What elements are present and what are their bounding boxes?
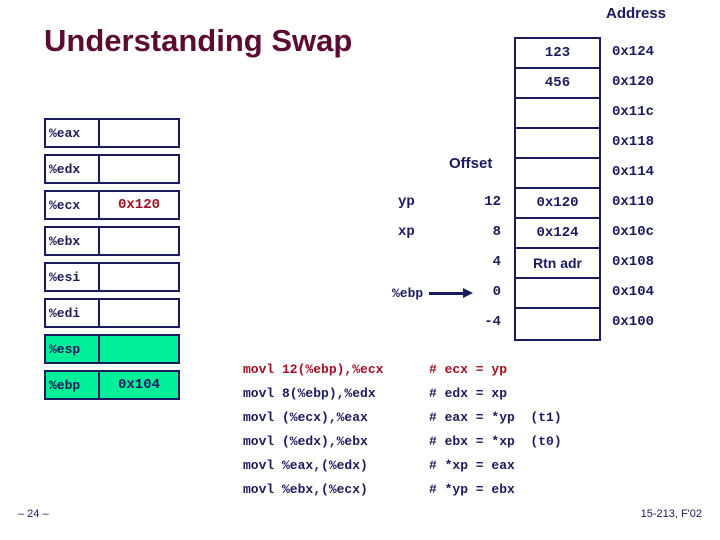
code-line: movl %eax,(%edx) # *xp = eax [243,454,562,478]
register-name: %edi [46,300,100,326]
ebp-pointer: %ebp [392,278,474,308]
memory-cell [516,309,599,339]
memory-address-label: 0x120 [612,74,655,90]
memory-address-label: 0x118 [612,134,655,150]
memory-cell: 123 [516,39,599,69]
register-value [100,336,178,362]
code-line: movl 8(%ebp),%edx # edx = xp [243,382,562,406]
code-instruction: movl 12(%ebp),%ecx [243,362,384,377]
stack-offset-label: 8 [492,224,501,240]
memory-address-label: 0x124 [612,44,655,60]
register-row-ebp: %ebp 0x104 [44,370,180,400]
code-line: movl 12(%ebp),%ecx # ecx = yp [243,358,562,382]
register-value [100,156,178,182]
register-name: %eax [46,120,100,146]
address-column-header: Address [606,5,667,22]
register-value [100,300,178,326]
register-row-eax: %eax [44,118,180,148]
register-name: %ecx [46,192,100,218]
memory-address-label: 0x114 [612,164,655,180]
memory-cell: 0x124 [516,219,599,249]
code-instruction: movl %eax,(%edx) [243,458,368,473]
stack-variable-label: yp [398,194,415,210]
memory-address-label: 0x108 [612,254,655,270]
register-value [100,120,178,146]
memory-cell [516,279,599,309]
register-file: %eax %edx %ecx 0x120 %ebx %esi %edi %esp %ebp 0x1… [44,118,180,406]
memory-cell [516,129,599,159]
register-name: %ebp [46,372,100,398]
register-value: 0x104 [117,377,160,393]
register-name: %ebx [46,228,100,254]
memory-cell [516,99,599,129]
stack-variable-label [398,247,434,277]
register-row-ecx: %ecx 0x120 [44,190,180,220]
register-name: %edx [46,156,100,182]
code-comment: # *xp = eax [429,458,515,473]
memory-address-label: 0x10c [612,224,655,240]
offset-column: 12 8 4 0 -4 [440,187,501,337]
memory-address-label: 0x11c [612,104,655,120]
code-line: movl %ebx,(%ecx) # *yp = ebx [243,478,562,502]
register-name: %esp [46,336,100,362]
code-comment: # edx = xp [429,386,508,401]
memory-address-label: 0x100 [612,314,655,330]
memory-cell: 456 [516,69,599,99]
memory-cell [516,159,599,189]
code-line: movl (%edx),%ebx # ebx = *xp (t0) [243,430,562,454]
stack-offset-label: 4 [492,254,501,270]
register-row-ebx: %ebx [44,226,180,256]
register-row-esp: %esp [44,334,180,364]
stack-variable-label [398,307,434,337]
arrow-head [463,288,474,298]
register-row-edi: %edi [44,298,180,328]
code-instruction: movl (%ecx),%eax [243,410,368,425]
register-value [100,264,178,290]
ebp-pointer-label: %ebp [392,285,424,301]
code-instruction: movl %ebx,(%ecx) [243,482,368,497]
offset-column-header: Offset [449,155,493,172]
arrow-shaft [429,292,466,295]
code-line: movl (%ecx),%eax # eax = *yp (t1) [243,406,562,430]
register-name: %esi [46,264,100,290]
stack-offset-label: 0 [492,284,501,300]
stack-offset-label: -4 [484,314,501,330]
memory-address-label: 0x104 [612,284,655,300]
register-row-esi: %esi [44,262,180,292]
code-comment: # ebx = *xp (t0) [429,434,562,449]
memory-cell: Rtn adr [516,249,599,279]
register-value: 0x120 [117,197,160,213]
code-comment: # *yp = ebx [429,482,515,497]
page-title: Understanding Swap [44,23,353,58]
stack-variable-label: xp [398,224,415,240]
arrow-right-icon [429,288,474,298]
stack-offset-label: 12 [484,194,501,210]
code-instruction: movl (%edx),%ebx [243,434,368,449]
register-value [100,228,178,254]
register-row-edx: %edx [44,154,180,184]
address-column: 0x124 0x120 0x11c 0x118 0x114 0x110 0x10c 0x108… [612,37,654,337]
memory-cell: 0x120 [516,189,599,219]
footer-page-number: – 24 – [18,508,49,520]
stack-variable-labels: yp xp [398,187,434,337]
code-comment: # ecx = yp [429,362,508,377]
footer-course-label: 15-213, F'02 [640,508,702,520]
memory-address-label: 0x110 [612,194,655,210]
assembly-code-block: movl 12(%ebp),%ecx # ecx = yp movl 8(%ebp)… [243,358,562,502]
code-instruction: movl 8(%ebp),%edx [243,386,376,401]
code-comment: # eax = *yp (t1) [429,410,562,425]
